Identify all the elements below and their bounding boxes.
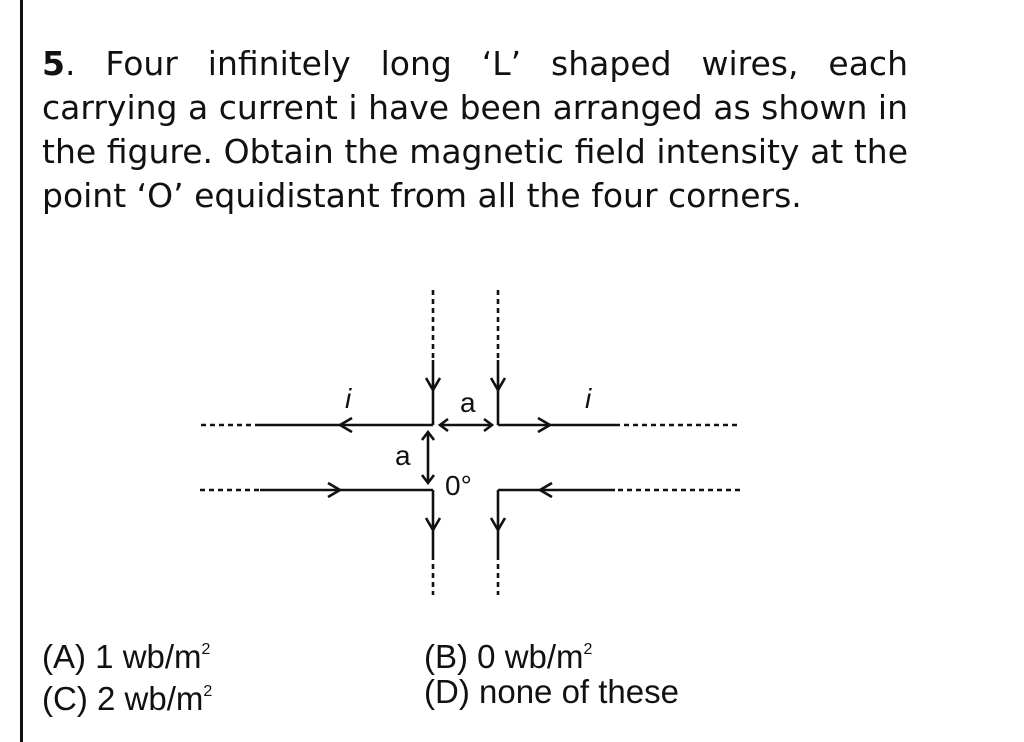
option-b-label: (B) [424,638,468,675]
question-body: . Four infinitely long ‘L’ shaped wires,… [42,44,908,215]
option-b-exponent: 2 [583,641,593,658]
current-label-right: i [585,383,592,414]
option-d-label: (D) [424,673,470,710]
option-c[interactable]: (C) 2 wb/m2 [42,670,212,721]
option-d-value: none of these [478,673,679,710]
option-a-label: (A) [42,638,86,675]
option-a-value: 1 wb/m [95,638,202,675]
option-c-exponent: 2 [203,683,213,700]
option-a-exponent: 2 [201,641,211,658]
option-c-value: 2 wb/m [96,680,204,717]
option-a[interactable]: (A) 1 wb/m2 [42,628,210,679]
option-d[interactable]: (D) none of these [424,670,679,714]
point-o-label: 0° [445,470,472,501]
option-c-label: (C) [42,680,88,717]
spacing-label-horizontal: a [460,387,476,418]
question-number: 5 [42,44,65,83]
wire-diagram: i i a a 0° [200,290,740,595]
current-label-left: i [345,383,352,414]
option-b[interactable]: (B) 0 wb/m2 [424,628,592,679]
spacing-label-vertical: a [395,440,411,471]
option-b-value: 0 wb/m [477,638,584,675]
left-margin-rule [20,0,23,742]
question-text: 5. Four infinitely long ‘L’ shaped wires… [42,42,908,218]
